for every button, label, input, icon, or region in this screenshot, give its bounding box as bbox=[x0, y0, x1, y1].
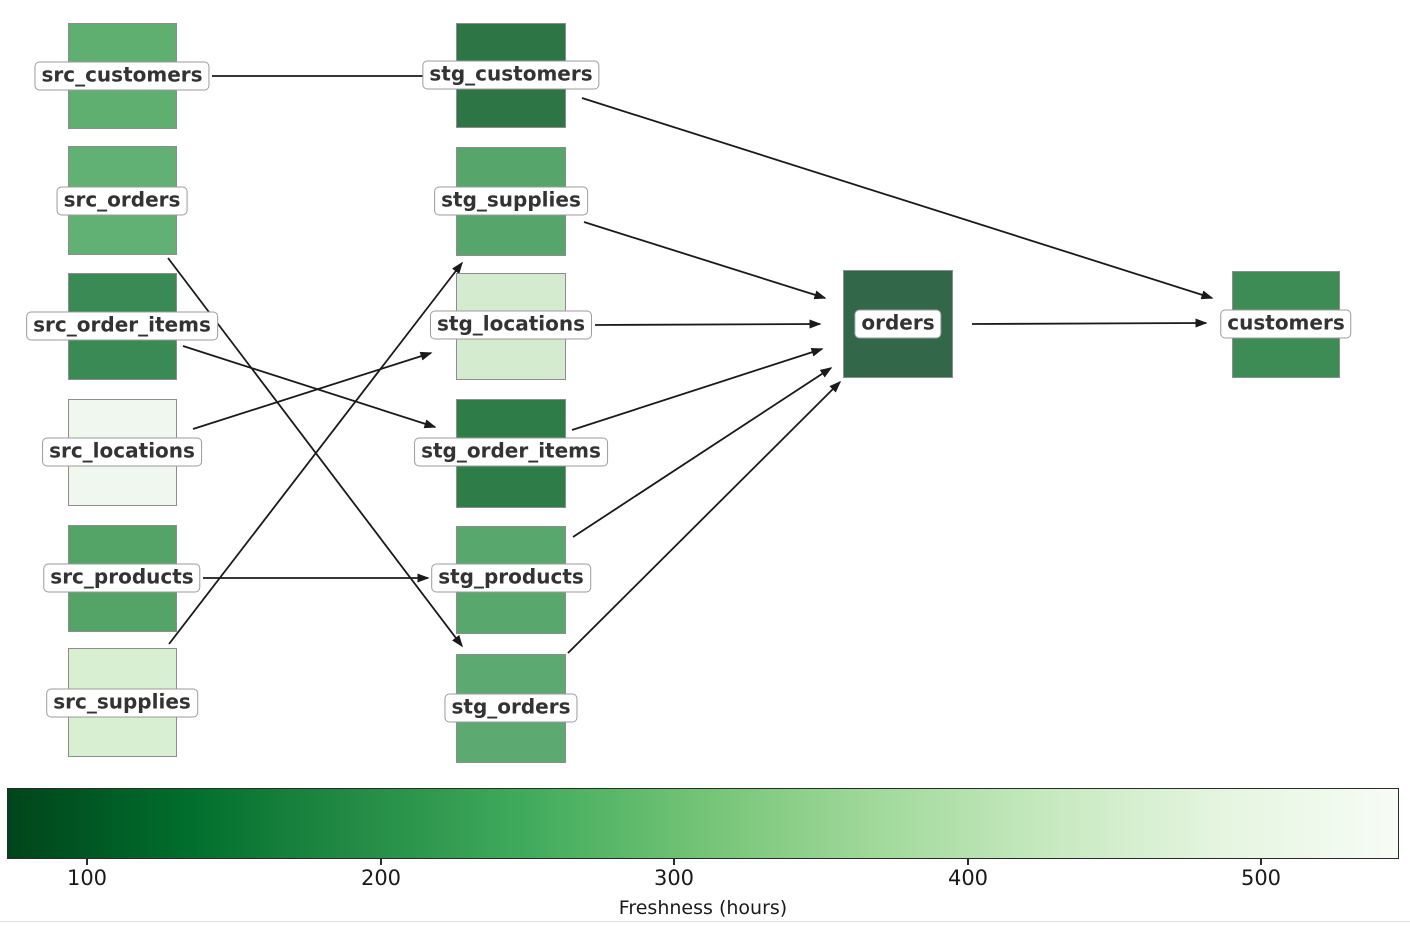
colorbar-tick-mark-100 bbox=[86, 859, 88, 865]
node-label-src-customers: src_customers bbox=[34, 61, 210, 91]
edge-stg-locations-to-orders bbox=[594, 319, 822, 329]
node-label-stg-locations: stg_locations bbox=[429, 310, 593, 340]
edge-stg-products-to-orders bbox=[572, 367, 833, 538]
node-label-stg-supplies: stg_supplies bbox=[434, 186, 588, 216]
edge-stg-orders-to-orders bbox=[567, 380, 842, 654]
node-label-src-products: src_products bbox=[43, 563, 201, 593]
node-label-src-locations: src_locations bbox=[42, 437, 202, 467]
node-label-stg-customers: stg_customers bbox=[422, 60, 600, 90]
edge-src-order-items-to-stg-order-items bbox=[182, 345, 437, 429]
colorbar-axis-label: Freshness (hours) bbox=[618, 897, 788, 919]
colorbar-tick-label-300: 300 bbox=[653, 866, 695, 890]
colorbar-tick-mark-200 bbox=[380, 859, 382, 865]
figure-bottom-border bbox=[0, 921, 1410, 922]
colorbar-tick-label-400: 400 bbox=[947, 866, 989, 890]
colorbar-tick-label-100: 100 bbox=[66, 866, 108, 890]
colorbar-tick-mark-300 bbox=[673, 859, 675, 865]
colorbar-tick-label-500: 500 bbox=[1240, 866, 1282, 890]
node-label-orders: orders bbox=[854, 309, 942, 339]
node-label-src-orders: src_orders bbox=[56, 186, 188, 216]
edge-stg-customers-to-customers bbox=[581, 97, 1214, 300]
colorbar-tick-mark-400 bbox=[967, 859, 969, 865]
edge-stg-order-items-to-orders bbox=[571, 347, 824, 431]
edge-stg-supplies-to-orders bbox=[583, 221, 827, 300]
node-label-stg-products: stg_products bbox=[431, 563, 591, 593]
edge-orders-to-customers bbox=[971, 318, 1208, 328]
edge-src-supplies-to-stg-supplies bbox=[168, 261, 463, 645]
node-label-src-order-items: src_order_items bbox=[26, 311, 218, 341]
colorbar-tick-mark-500 bbox=[1260, 859, 1262, 865]
node-label-src-supplies: src_supplies bbox=[46, 688, 198, 718]
node-label-stg-orders: stg_orders bbox=[444, 693, 578, 723]
node-label-stg-order-items: stg_order_items bbox=[414, 437, 608, 467]
node-label-customers: customers bbox=[1220, 309, 1352, 339]
colorbar-gradient bbox=[7, 788, 1399, 859]
colorbar-tick-label-200: 200 bbox=[360, 866, 402, 890]
edge-src-locations-to-stg-locations bbox=[192, 351, 433, 430]
